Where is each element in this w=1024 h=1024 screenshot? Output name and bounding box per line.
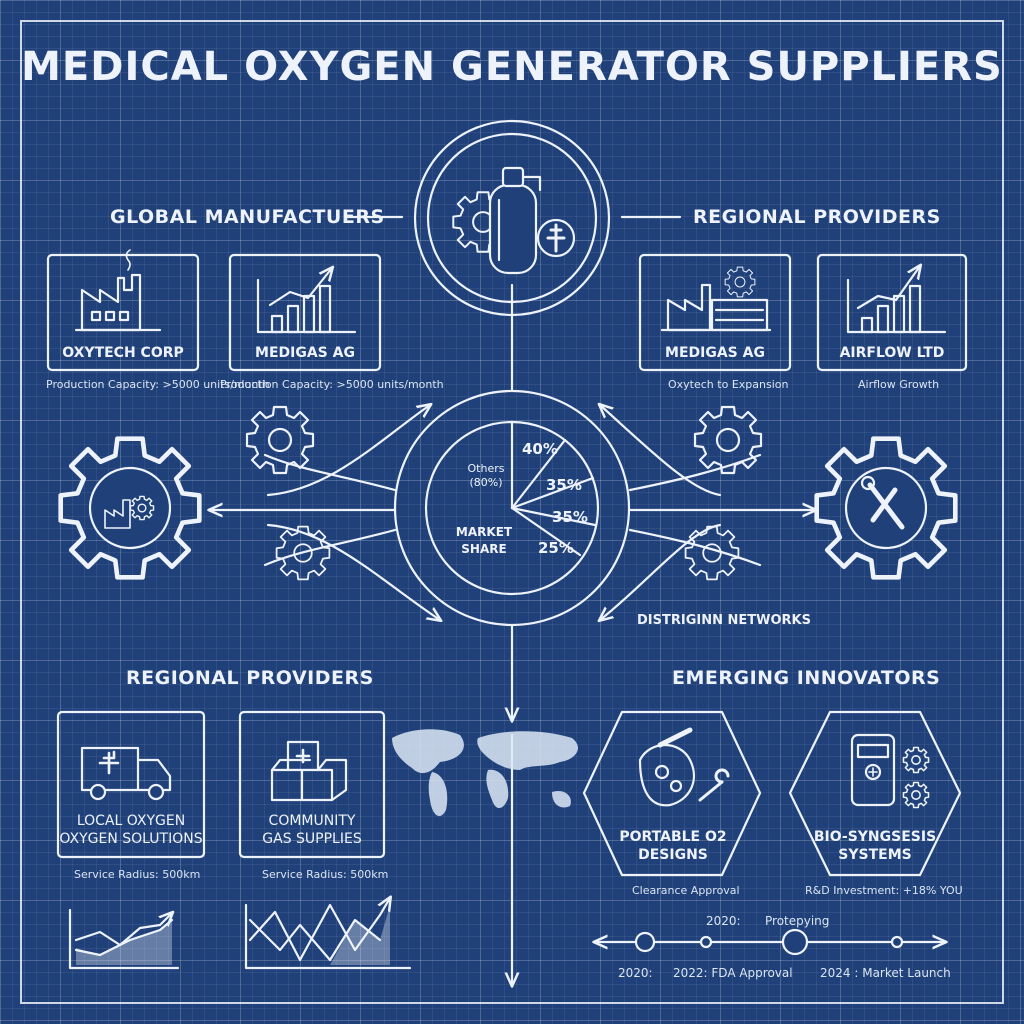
bio-synthesis-card (788, 710, 962, 877)
growth-chart-icon (244, 898, 412, 970)
gear-icon (693, 405, 763, 475)
oxytech-label: OXYTECH CORP (62, 345, 184, 361)
oxytech-card (46, 249, 200, 372)
timeline-fda: 2022: FDA Approval (673, 966, 793, 980)
market-share-pie (393, 389, 631, 627)
medigas-global-label: MEDIGAS AG (255, 345, 355, 361)
medigas-global-card (228, 253, 382, 372)
section-global-manufacturers: GLOBAL MANUFACTUERS (110, 206, 385, 228)
growth-chart-icon (68, 908, 180, 970)
gear-icon (245, 405, 315, 475)
community-gas-card (238, 710, 386, 859)
bio-synthesis-note: R&D Investment: +18% YOU (805, 884, 963, 897)
timeline-top-label: Protepying (765, 914, 830, 928)
world-map-icon (392, 729, 579, 817)
pie-value-label: 40% (522, 440, 558, 458)
medigas-regional-card (638, 253, 792, 372)
timeline-top-year: 2020: (706, 914, 741, 928)
airflow-card (816, 253, 968, 372)
gear-icon (61, 439, 200, 578)
portable-o2-card (582, 710, 762, 877)
pie-value-label: 25% (538, 539, 574, 557)
local-oxygen-note: Service Radius: 500km (74, 868, 201, 881)
section-distribution-networks: DISTRIGINN NETWORKS (637, 613, 811, 628)
pie-value-label: 35% (552, 508, 588, 526)
section-regional-providers-top: REGIONAL PROVIDERS (693, 206, 941, 228)
airflow-label: AIRFLOW LTD (839, 345, 945, 361)
blueprint-frame (20, 20, 1004, 1004)
wrench-icon (860, 475, 905, 530)
local-oxygen-card (56, 710, 206, 859)
oxygen-cylinder-icon (413, 119, 611, 317)
timeline-launch: 2024 : Market Launch (820, 966, 951, 980)
page-title: MEDICAL OXYGEN GENERATOR SUPPLIERS (21, 44, 1003, 90)
timeline-start: 2020: (618, 966, 653, 980)
connector-lines (210, 215, 815, 985)
pie-other-label: Others(80%) (467, 462, 505, 489)
pie-value-label: 35% (546, 476, 582, 494)
portable-o2-note: Clearance Approval (632, 884, 740, 897)
medigas-regional-label: MEDIGAS AG (665, 345, 765, 361)
timeline (595, 928, 945, 956)
airflow-note: Airflow Growth (858, 378, 940, 391)
oxytech-note: Production Capacity: >5000 units/month (46, 378, 270, 391)
community-gas-note: Service Radius: 500km (262, 868, 389, 881)
section-regional-providers-bottom: REGIONAL PROVIDERS (126, 667, 374, 689)
medigas-regional-note: Oxytech to Expansion (668, 378, 789, 391)
gear-icon (684, 525, 740, 581)
medigas-global-note: Production Capacity: >5000 units/month (220, 378, 444, 391)
section-emerging-innovators: EMERGING INNOVATORS (672, 667, 941, 689)
